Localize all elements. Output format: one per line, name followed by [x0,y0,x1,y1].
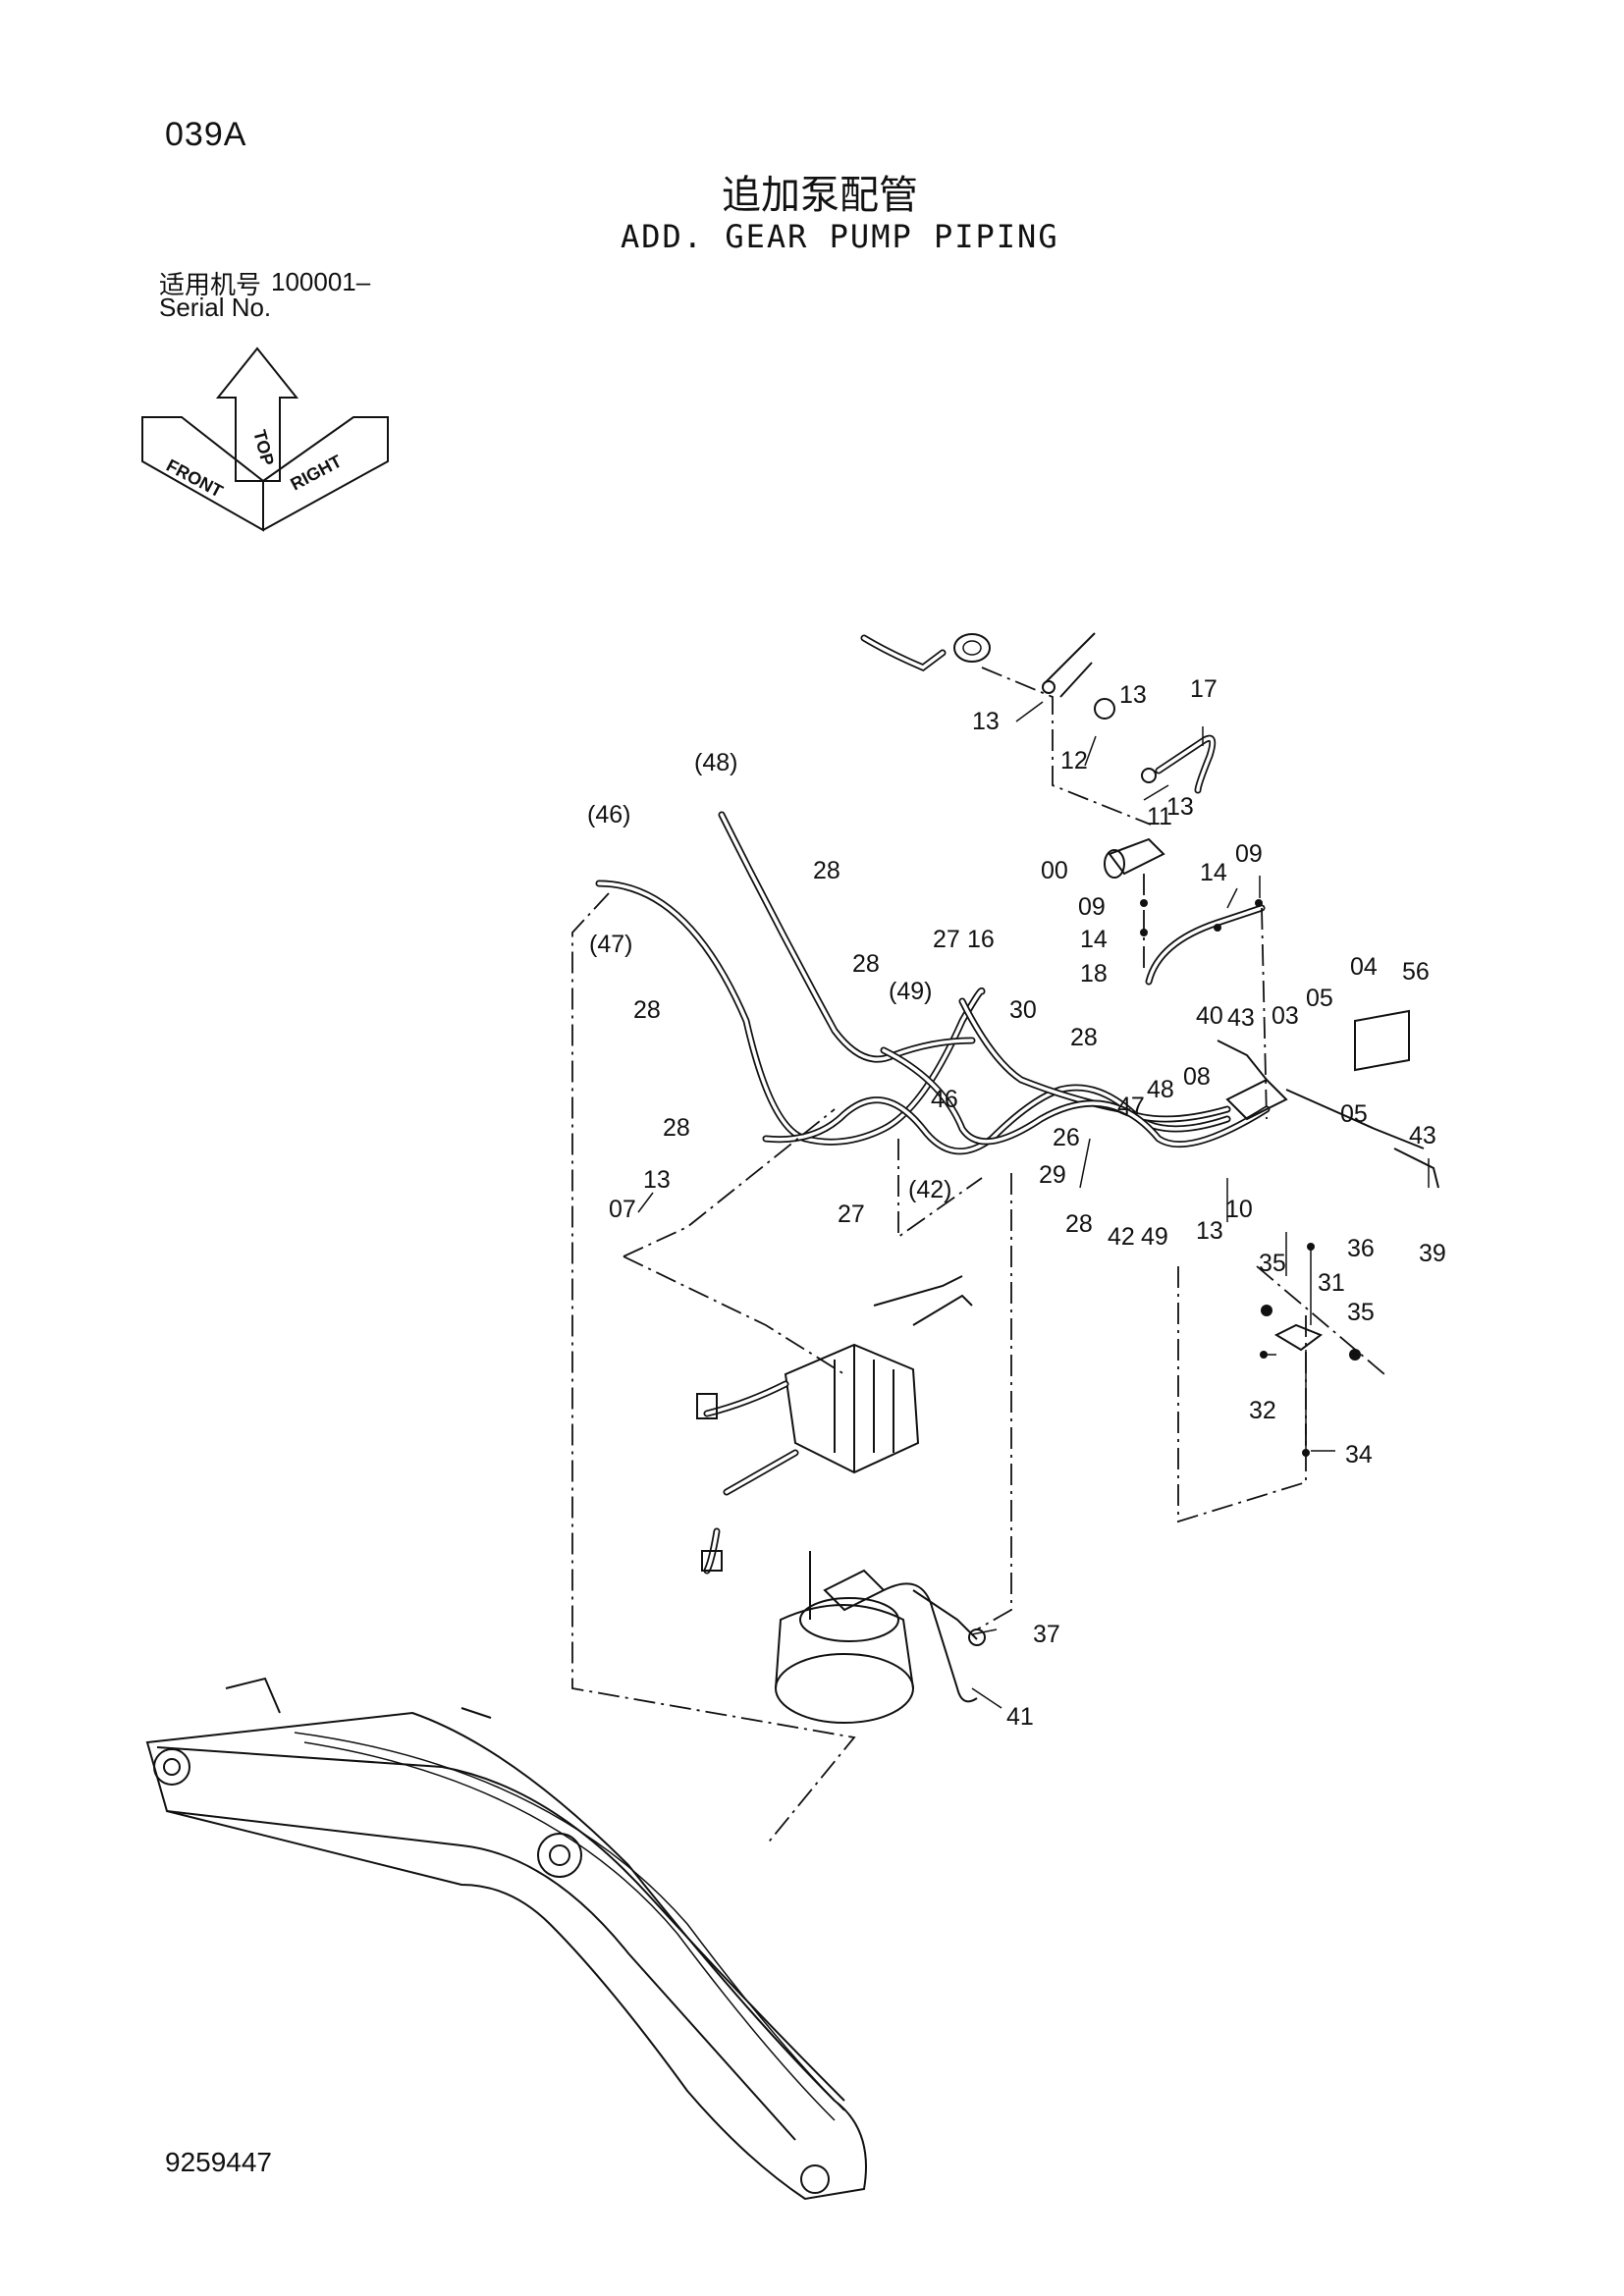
callout-36: 36 [1347,1235,1375,1262]
excavator-boom [145,1677,867,2201]
callout-28b: 28 [633,996,661,1024]
callout-49: 49 [1141,1223,1168,1251]
hose-bundle [595,811,1439,1189]
callout-48-ref: (48) [694,749,737,776]
callout-28d: 28 [663,1114,690,1142]
callout-41: 41 [1006,1703,1034,1731]
callout-47-ref: (47) [589,931,632,958]
serial-label-chinese: 适用机号 [159,271,262,300]
bolt-group [1260,1243,1361,1457]
callout-42-ref: (42) [908,1176,951,1203]
title-chinese: 追加泵配管 [722,173,918,218]
callout-14a: 14 [1200,859,1227,886]
callout-00: 00 [1041,857,1068,884]
callout-56: 56 [1402,958,1430,986]
callout-17: 17 [1190,675,1218,703]
control-valve [696,1275,973,1575]
callout-27a: 27 [933,926,960,953]
callout-09a: 09 [1078,893,1106,921]
callout-28e: 28 [1070,1024,1098,1051]
callout-10: 10 [1225,1196,1253,1223]
callout-47: 47 [1117,1093,1145,1120]
callout-13a: 13 [972,708,1000,735]
callout-35b: 35 [1347,1299,1375,1326]
callout-04: 04 [1350,953,1378,981]
callout-05b: 05 [1340,1100,1368,1128]
callout-46-ref: (46) [587,801,630,828]
callout-46: 46 [931,1086,958,1113]
callout-labels: 13 13 12 17 11 13 (48) (46) (47) 00 09 1… [587,675,1446,1731]
callout-49-ref: (49) [889,978,932,1005]
callout-34: 34 [1345,1441,1373,1468]
orient-top: TOP [249,428,278,468]
callout-leaders [637,701,1430,1709]
serial-range: 100001– [271,267,371,296]
callout-43b: 43 [1409,1122,1436,1149]
callout-35a: 35 [1259,1250,1286,1277]
pipe-18 [1140,874,1268,1120]
callout-30: 30 [1009,996,1037,1024]
callout-08: 08 [1183,1063,1211,1091]
title-english: ADD. GEAR PUMP PIPING [621,218,1059,255]
serial-label-english: Serial No. [159,293,272,322]
page-code: 039A [165,116,247,153]
orientation-indicator: TOP FRONT RIGHT [141,347,389,532]
callout-05a: 05 [1306,985,1333,1012]
callout-37: 37 [1033,1621,1060,1648]
callout-42: 42 [1108,1223,1135,1251]
callout-13c: 13 [1166,793,1194,821]
pump-inlet-assembly [860,632,1217,879]
callout-31: 31 [1318,1269,1345,1297]
callout-18: 18 [1080,960,1108,988]
callout-13e: 13 [643,1166,671,1194]
callout-32: 32 [1249,1397,1276,1424]
swing-motor [775,1551,986,1724]
callout-39: 39 [1419,1240,1446,1267]
callout-48: 48 [1147,1076,1174,1103]
callout-13b: 13 [1119,681,1147,709]
callout-40: 40 [1196,1002,1223,1030]
callout-13d: 13 [1196,1217,1223,1245]
callout-28c: 28 [852,950,880,978]
callout-43a: 43 [1227,1004,1255,1032]
callout-09b: 09 [1235,840,1263,868]
callout-03: 03 [1272,1002,1299,1030]
callout-27b: 27 [838,1201,865,1228]
callout-29: 29 [1039,1161,1066,1189]
callout-16: 16 [967,926,995,953]
callout-07: 07 [609,1196,636,1223]
callout-28a: 28 [813,857,840,884]
callout-26: 26 [1053,1124,1080,1151]
callout-12: 12 [1060,747,1088,774]
document-number: 9259447 [165,2147,273,2177]
callout-14b: 14 [1080,926,1108,953]
callout-28f: 28 [1065,1210,1093,1238]
callout-11: 11 [1147,803,1172,830]
